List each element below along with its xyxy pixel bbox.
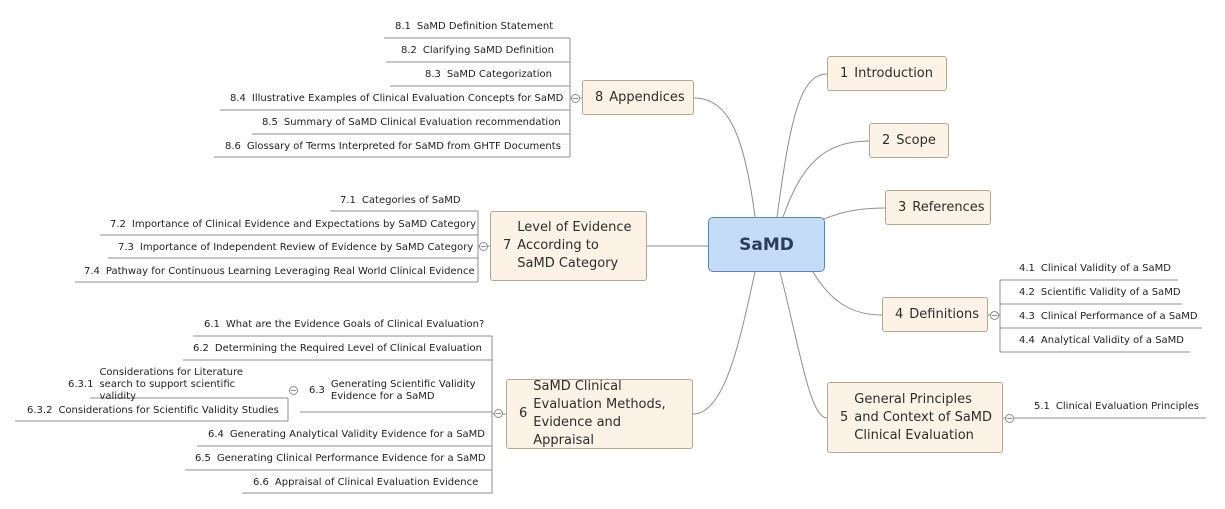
connector-central-t1 <box>776 73 828 218</box>
topic-4-label: Definitions <box>909 306 980 322</box>
topic-3-references[interactable]: 3 References <box>885 190 991 225</box>
subtopic-6-3-collapse-toggle[interactable]: − <box>289 386 298 395</box>
topic-1-introduction[interactable]: 1 Introduction <box>827 56 947 91</box>
connector-central-t4 <box>812 271 883 316</box>
topic-7-collapse-toggle[interactable]: − <box>479 242 488 251</box>
connector-central-t6 <box>692 271 756 415</box>
topic-1-label: Introduction <box>854 65 934 81</box>
topic-6-collapse-toggle[interactable]: − <box>494 409 503 418</box>
topic-6-methods-evidence[interactable]: 6 SaMD Clinical Evaluation Methods, Evid… <box>506 379 693 449</box>
topic-4-definitions[interactable]: 4 Definitions <box>882 297 988 332</box>
connector-central-t5 <box>779 271 828 419</box>
topic-8-collapse-toggle[interactable]: − <box>571 94 580 103</box>
topic-5-collapse-toggle[interactable]: − <box>1005 414 1014 423</box>
central-topic-label: SaMD <box>739 234 794 255</box>
topic-8-appendices[interactable]: 8 Appendices <box>582 80 694 115</box>
topic-5-number: 5 <box>840 409 849 425</box>
topic-7-level-of-evidence[interactable]: 7 Level of Evidence According to SaMD Ca… <box>490 211 647 281</box>
central-topic[interactable]: SaMD <box>708 217 825 272</box>
topic-3-number: 3 <box>898 199 907 215</box>
topic-2-label: Scope <box>896 132 936 148</box>
topic-6-label: SaMD Clinical Evaluation Methods, Eviden… <box>533 379 666 448</box>
topic-2-scope[interactable]: 2 Scope <box>869 123 949 158</box>
topic-7-label: Level of Evidence According to SaMD Cate… <box>517 220 632 271</box>
topic-7-number: 7 <box>503 238 512 253</box>
connector-central-t8 <box>693 97 756 218</box>
topic-2-number: 2 <box>882 132 891 148</box>
topic-3-label: References <box>912 199 985 215</box>
topic-5-label: General Principles and Context of SaMD C… <box>854 391 993 443</box>
topic-6-number: 6 <box>519 406 528 421</box>
topic-1-number: 1 <box>840 65 849 81</box>
topic-8-label: Appendices <box>609 89 685 105</box>
topic-4-collapse-toggle[interactable]: − <box>990 311 999 320</box>
topic-5-general-principles[interactable]: 5 General Principles and Context of SaMD… <box>827 382 1003 453</box>
topic-4-number: 4 <box>895 306 904 322</box>
topic-8-number: 8 <box>595 89 604 105</box>
connector-central-t2 <box>782 140 870 218</box>
